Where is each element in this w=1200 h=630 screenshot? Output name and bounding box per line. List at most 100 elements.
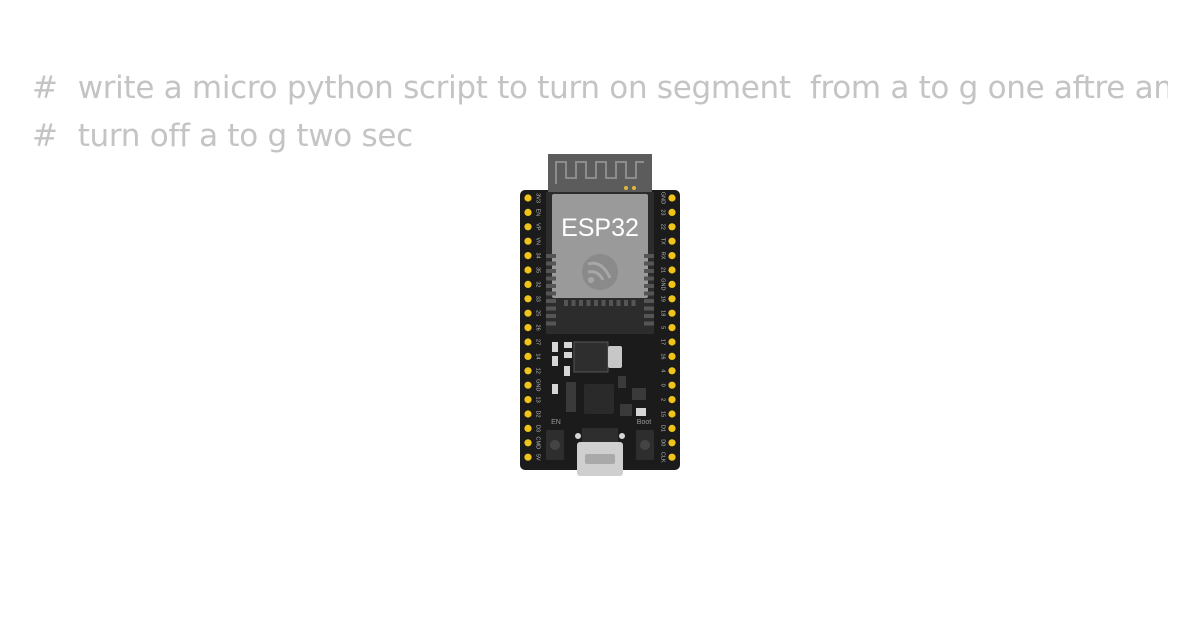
left-pin-label: D3 — [535, 425, 541, 432]
left-pin-label: 14 — [535, 353, 541, 359]
espressif-logo-icon — [582, 254, 618, 290]
right-pin-17[interactable] — [668, 338, 676, 346]
left-pin-label: VP — [535, 223, 541, 231]
left-pin-33[interactable] — [524, 295, 532, 303]
left-pin-en[interactable] — [524, 208, 532, 216]
comment-hash: # — [32, 118, 58, 154]
left-pin-label: EN — [535, 209, 541, 217]
right-pin-label: TX — [660, 238, 666, 245]
right-pin-15[interactable] — [668, 410, 676, 418]
left-pin-label: VN — [535, 237, 541, 245]
right-pin-5[interactable] — [668, 324, 676, 332]
left-pin-14[interactable] — [524, 352, 532, 360]
left-pin-label: 12 — [535, 368, 541, 374]
en-button-cap[interactable] — [550, 440, 560, 450]
comment-text-2: turn off a to g two sec — [77, 118, 414, 154]
right-pin-d0[interactable] — [668, 439, 676, 447]
esp32-devkit-board[interactable]: ESP32 EN Boot — [520, 154, 682, 478]
module-pad-bottom — [624, 300, 628, 306]
module-pad-right — [644, 314, 654, 318]
antenna-trace-icon — [555, 161, 644, 184]
left-pin-label: D2 — [535, 410, 541, 417]
left-pin-label: 27 — [535, 339, 541, 345]
module-pad-bottom — [586, 300, 591, 306]
left-pin-3v3[interactable] — [524, 194, 532, 202]
right-pin-19[interactable] — [668, 295, 676, 303]
left-pin-cmd[interactable] — [524, 439, 532, 447]
module-pad-left — [546, 314, 556, 318]
module-pad-right — [644, 321, 654, 326]
right-pin-gnd[interactable] — [668, 194, 676, 202]
module-pad-right — [644, 254, 654, 258]
left-pin-26[interactable] — [524, 324, 532, 332]
right-pin-21[interactable] — [668, 266, 676, 274]
module-pad-bottom — [601, 300, 606, 306]
right-pin-4[interactable] — [668, 367, 676, 375]
left-pin-d2[interactable] — [524, 410, 532, 418]
left-pin-5v[interactable] — [524, 453, 532, 461]
regulator-tab — [608, 346, 622, 368]
right-pin-23[interactable] — [668, 208, 676, 216]
right-pin-label: 0 — [660, 384, 666, 387]
left-pin-label: 26 — [535, 325, 541, 331]
right-pin-label: D1 — [660, 425, 666, 432]
right-pin-2[interactable] — [668, 396, 676, 404]
left-pin-gnd[interactable] — [524, 381, 532, 389]
module-pad-left — [546, 261, 556, 266]
right-pin-label: 16 — [660, 353, 666, 359]
right-pin-label: 15 — [660, 411, 666, 417]
left-pin-34[interactable] — [524, 252, 532, 260]
right-pin-18[interactable] — [668, 309, 676, 317]
module-pad-left — [546, 299, 556, 303]
left-pin-vn[interactable] — [524, 237, 532, 245]
left-pin-label: 3V3 — [535, 193, 541, 203]
right-pin-clk[interactable] — [668, 453, 676, 461]
left-pin-label: GND — [535, 379, 541, 391]
left-pin-25[interactable] — [524, 309, 532, 317]
right-pin-rx[interactable] — [668, 252, 676, 260]
right-pin-label: 21 — [660, 267, 666, 273]
right-pin-label: 18 — [660, 310, 666, 316]
module-pad-left — [546, 291, 556, 296]
boot-label: Boot — [637, 419, 651, 426]
chip-label: ESP32 — [561, 214, 639, 242]
module-pad-left — [546, 321, 556, 326]
right-pin-d1[interactable] — [668, 424, 676, 432]
right-pin-tx[interactable] — [668, 237, 676, 245]
en-label: EN — [551, 419, 561, 426]
left-pin-27[interactable] — [524, 338, 532, 346]
left-header-pins[interactable]: 3V3ENVPVN343532332526271412GND13D2D3CMD5… — [524, 193, 541, 461]
comment-text-1: write a micro python script to turn on s… — [77, 70, 1168, 106]
left-pin-vp[interactable] — [524, 223, 532, 231]
module-pad-bottom — [631, 300, 636, 306]
module-pad-bottom — [571, 300, 576, 306]
boot-button-cap[interactable] — [640, 440, 650, 450]
right-pin-gnd[interactable] — [668, 280, 676, 288]
right-pin-16[interactable] — [668, 352, 676, 360]
module-pad-right — [644, 291, 654, 296]
right-pin-0[interactable] — [668, 381, 676, 389]
left-pin-label: 32 — [535, 281, 541, 287]
right-pin-22[interactable] — [668, 223, 676, 231]
antenna-pad — [632, 186, 636, 190]
right-pin-label: GND — [660, 192, 666, 204]
module-pad-right — [644, 261, 654, 266]
left-pin-35[interactable] — [524, 266, 532, 274]
usb-uart-chip — [584, 384, 614, 414]
right-pin-label: 17 — [660, 339, 666, 345]
module-pad-right — [644, 276, 654, 281]
left-pin-label: 25 — [535, 310, 541, 316]
module-pad-right — [644, 306, 654, 311]
left-pin-12[interactable] — [524, 367, 532, 375]
module-shield — [552, 194, 648, 298]
right-pin-label: 2 — [660, 398, 666, 401]
left-pin-13[interactable] — [524, 396, 532, 404]
left-pin-d3[interactable] — [524, 424, 532, 432]
module-pad-bottom — [564, 300, 568, 306]
right-pin-label: RX — [660, 252, 666, 260]
left-pin-label: 5V — [535, 454, 541, 461]
module-pads — [546, 254, 654, 326]
right-pin-label: 4 — [660, 369, 666, 372]
left-pin-32[interactable] — [524, 280, 532, 288]
